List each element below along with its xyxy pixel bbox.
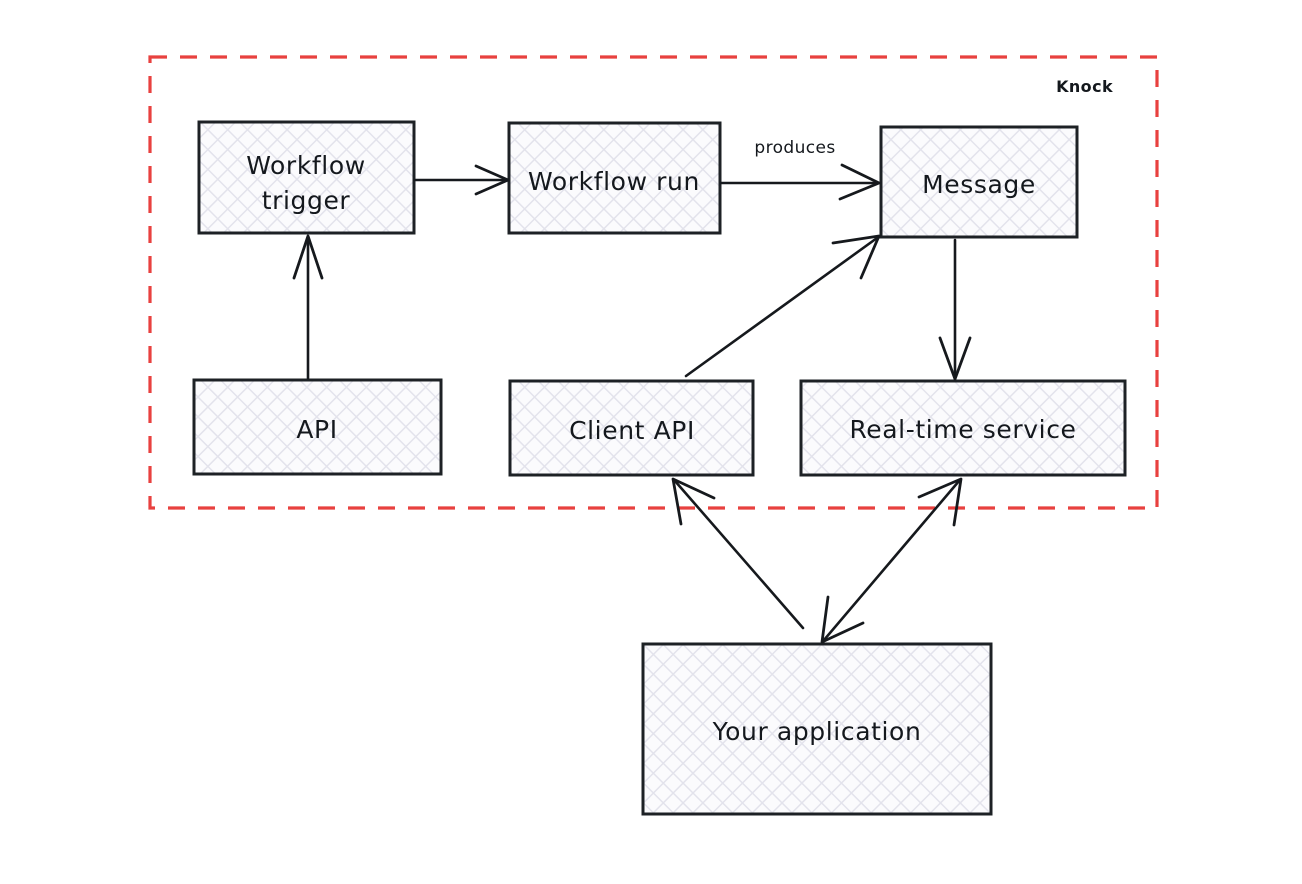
edge-run-to-message-label: produces xyxy=(754,138,835,158)
real-time-service-box[interactable] xyxy=(799,379,1127,477)
edge-clientapi-to-message-line xyxy=(684,236,879,378)
edge-trigger-to-run-arrowhead xyxy=(474,164,510,196)
your-application-label: Your application xyxy=(712,717,922,746)
edge-app-to-clientapi xyxy=(671,477,805,630)
edge-run-to-message-arrowhead xyxy=(838,163,881,201)
node-workflow-trigger[interactable]: Workflow trigger xyxy=(197,120,416,235)
node-real-time-service[interactable]: Real-time service xyxy=(799,379,1127,477)
edge-api-to-trigger xyxy=(292,234,324,380)
message-box[interactable] xyxy=(879,125,1079,239)
real-time-service-label: Real-time service xyxy=(849,415,1076,444)
node-client-api[interactable]: Client API xyxy=(508,379,755,477)
edge-clientapi-to-message-arrowhead xyxy=(831,234,881,280)
workflow-run-label: Workflow run xyxy=(528,167,700,196)
node-message[interactable]: Message xyxy=(879,125,1079,239)
client-api-box[interactable] xyxy=(508,379,755,477)
edge-realtime-app-arrowhead-top xyxy=(917,477,963,527)
client-api-label: Client API xyxy=(569,416,695,445)
workflow-trigger-box[interactable] xyxy=(197,120,416,235)
workflow-trigger-label-line2: trigger xyxy=(262,186,351,215)
edge-message-to-realtime-arrowhead xyxy=(938,336,972,381)
edge-app-to-clientapi-arrowhead xyxy=(671,477,716,526)
node-workflow-run[interactable]: Workflow run xyxy=(507,121,722,235)
knock-boundary-label: Knock xyxy=(1056,77,1113,96)
edge-clientapi-to-message xyxy=(684,234,881,378)
api-label: API xyxy=(296,415,337,444)
workflow-trigger-label-line1: Workflow xyxy=(246,151,366,180)
edge-app-to-clientapi-line xyxy=(673,479,805,630)
workflow-run-box[interactable] xyxy=(507,121,722,235)
edge-realtime-app-line xyxy=(822,479,961,642)
knock-boundary-rect xyxy=(148,55,1159,510)
api-box[interactable] xyxy=(192,378,443,476)
edge-realtime-app-arrowhead-bottom xyxy=(820,595,865,644)
node-your-application[interactable]: Your application xyxy=(641,642,993,816)
node-api[interactable]: API xyxy=(192,378,443,476)
edge-api-to-trigger-arrowhead xyxy=(292,234,324,280)
edge-realtime-app xyxy=(820,477,963,644)
edge-trigger-to-run xyxy=(413,164,510,196)
knock-boundary: Knock xyxy=(148,55,1159,510)
your-application-box[interactable] xyxy=(641,642,993,816)
edge-run-to-message: produces xyxy=(719,138,881,201)
message-label: Message xyxy=(922,170,1036,199)
edge-message-to-realtime xyxy=(938,238,972,381)
